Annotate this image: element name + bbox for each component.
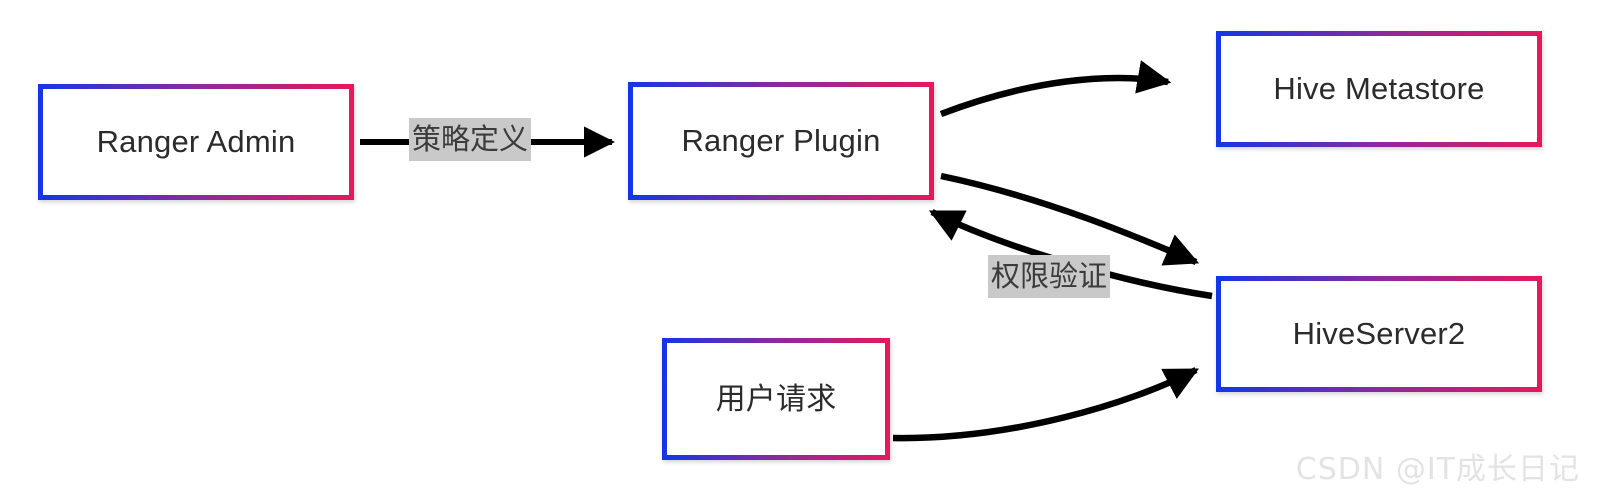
node-hive-metastore[interactable]: Hive Metastore <box>1216 31 1542 147</box>
node-label-hiveserver2: HiveServer2 <box>1292 315 1466 351</box>
edge-userrequest-to-hiveserver2 <box>892 367 1200 442</box>
watermark: CSDN @IT成长日记 <box>1295 452 1580 487</box>
node-label-user-request: 用户请求 <box>715 381 837 417</box>
node-user-request[interactable]: 用户请求 <box>662 338 890 460</box>
edge-label-policy-definition: 策略定义 <box>409 118 532 161</box>
edge-label-permission-check: 权限验证 <box>988 255 1111 298</box>
node-label-ranger-admin: Ranger Admin <box>96 123 296 159</box>
node-ranger-admin[interactable]: Ranger Admin <box>38 84 354 200</box>
node-hiveserver2[interactable]: HiveServer2 <box>1216 276 1542 392</box>
edge-plugin-to-hiveserver2 <box>940 172 1200 266</box>
node-ranger-plugin[interactable]: Ranger Plugin <box>628 82 934 200</box>
node-label-ranger-plugin: Ranger Plugin <box>681 122 881 158</box>
node-label-hive-metastore: Hive Metastore <box>1273 70 1485 106</box>
edge-plugin-to-metastore <box>939 60 1172 118</box>
